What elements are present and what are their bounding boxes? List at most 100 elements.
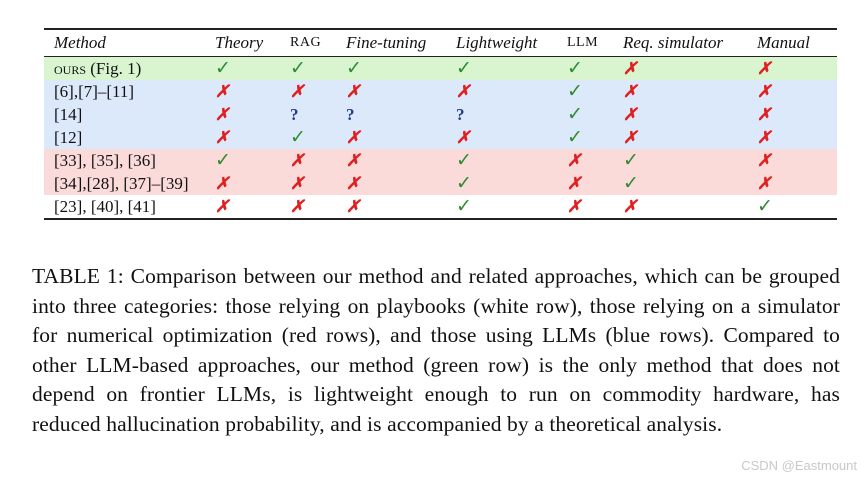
rag-cell: ✗ xyxy=(290,149,346,172)
check-mark-icon: ✓ xyxy=(346,58,362,79)
comparison-table-container: Method Theory RAG Fine-tuning Lightweigh… xyxy=(44,28,837,220)
rag-cell: ✗ xyxy=(290,195,346,219)
req-simulator-cell: ✓ xyxy=(623,172,757,195)
table-row: [34],[28], [37]–[39]✗✗✗✓✗✓✗ xyxy=(44,172,837,195)
header-rag: RAG xyxy=(290,35,322,50)
cross-mark-icon: ✗ xyxy=(757,173,772,193)
cross-mark-icon: ✗ xyxy=(215,173,230,193)
method-reference: [6],[7]–[11] xyxy=(54,81,135,101)
llm-cell: ✓ xyxy=(567,57,623,81)
question-mark-icon: ? xyxy=(290,104,299,124)
rag-cell: ? xyxy=(290,103,346,126)
check-mark-icon: ✓ xyxy=(290,58,306,79)
check-mark-icon: ✓ xyxy=(623,173,639,194)
lightweight-cell: ✗ xyxy=(456,80,567,103)
llm-cell: ✗ xyxy=(567,172,623,195)
theory-cell: ✗ xyxy=(215,126,290,149)
manual-cell: ✗ xyxy=(757,103,837,126)
cross-mark-icon: ✗ xyxy=(567,196,582,216)
manual-cell: ✗ xyxy=(757,172,837,195)
cross-mark-icon: ✗ xyxy=(567,173,582,193)
cross-mark-icon: ✗ xyxy=(215,104,230,124)
header-method: Method xyxy=(54,33,106,52)
method-cell: [12] xyxy=(44,126,215,149)
method-cell: [34],[28], [37]–[39] xyxy=(44,172,215,195)
cross-mark-icon: ✗ xyxy=(215,127,230,147)
check-mark-icon: ✓ xyxy=(567,81,583,102)
llm-cell: ✓ xyxy=(567,103,623,126)
cross-mark-icon: ✗ xyxy=(346,173,361,193)
rag-cell: ✓ xyxy=(290,126,346,149)
table-header-row: Method Theory RAG Fine-tuning Lightweigh… xyxy=(44,29,837,57)
check-mark-icon: ✓ xyxy=(757,196,773,217)
cross-mark-icon: ✗ xyxy=(346,127,361,147)
check-mark-icon: ✓ xyxy=(567,104,583,125)
llm-cell: ✓ xyxy=(567,126,623,149)
llm-cell: ✗ xyxy=(567,149,623,172)
header-req-simulator: Req. simulator xyxy=(623,33,724,52)
table-row: [33], [35], [36]✓✗✗✓✗✓✗ xyxy=(44,149,837,172)
lightweight-cell: ✓ xyxy=(456,195,567,219)
manual-cell: ✗ xyxy=(757,126,837,149)
cross-mark-icon: ✗ xyxy=(290,150,305,170)
method-reference: [14] xyxy=(54,104,83,124)
method-reference: [34],[28], [37]–[39] xyxy=(54,173,189,193)
fine-tuning-cell: ✓ xyxy=(346,57,456,81)
check-mark-icon: ✓ xyxy=(290,127,306,148)
watermark: CSDN @Eastmount xyxy=(741,458,857,473)
table-caption: TABLE 1: Comparison between our method a… xyxy=(32,264,840,436)
check-mark-icon: ✓ xyxy=(567,58,583,79)
theory-cell: ✗ xyxy=(215,103,290,126)
header-theory: Theory xyxy=(215,33,264,52)
table-row: [14]✗???✓✗✗ xyxy=(44,103,837,126)
rag-cell: ✓ xyxy=(290,57,346,81)
cross-mark-icon: ✗ xyxy=(290,81,305,101)
method-cell: ours (Fig. 1) xyxy=(44,57,215,81)
header-lightweight: Lightweight xyxy=(456,33,538,52)
check-mark-icon: ✓ xyxy=(567,127,583,148)
method-cell: [6],[7]–[11] xyxy=(44,80,215,103)
comparison-table: Method Theory RAG Fine-tuning Lightweigh… xyxy=(44,28,837,220)
cross-mark-icon: ✗ xyxy=(623,196,638,216)
theory-cell: ✗ xyxy=(215,172,290,195)
check-mark-icon: ✓ xyxy=(215,58,231,79)
req-simulator-cell: ✗ xyxy=(623,126,757,149)
cross-mark-icon: ✗ xyxy=(623,81,638,101)
cross-mark-icon: ✗ xyxy=(346,196,361,216)
cross-mark-icon: ✗ xyxy=(623,127,638,147)
check-mark-icon: ✓ xyxy=(215,150,231,171)
rag-cell: ✗ xyxy=(290,80,346,103)
method-cell: [14] xyxy=(44,103,215,126)
req-simulator-cell: ✓ xyxy=(623,149,757,172)
llm-cell: ✓ xyxy=(567,80,623,103)
header-fine-tuning: Fine-tuning xyxy=(346,33,427,52)
fine-tuning-cell: ✗ xyxy=(346,195,456,219)
cross-mark-icon: ✗ xyxy=(346,81,361,101)
req-simulator-cell: ✗ xyxy=(623,57,757,81)
theory-cell: ✗ xyxy=(215,80,290,103)
lightweight-cell: ? xyxy=(456,103,567,126)
lightweight-cell: ✓ xyxy=(456,172,567,195)
manual-cell: ✓ xyxy=(757,195,837,219)
theory-cell: ✗ xyxy=(215,195,290,219)
table-row: [6],[7]–[11]✗✗✗✗✓✗✗ xyxy=(44,80,837,103)
theory-cell: ✓ xyxy=(215,149,290,172)
table-body: ours (Fig. 1)✓✓✓✓✓✗✗[6],[7]–[11]✗✗✗✗✓✗✗[… xyxy=(44,56,837,219)
cross-mark-icon: ✗ xyxy=(567,150,582,170)
lightweight-cell: ✓ xyxy=(456,57,567,81)
fine-tuning-cell: ✗ xyxy=(346,172,456,195)
method-reference: [12] xyxy=(54,127,83,147)
cross-mark-icon: ✗ xyxy=(346,150,361,170)
fine-tuning-cell: ✗ xyxy=(346,126,456,149)
question-mark-icon: ? xyxy=(346,104,355,124)
header-llm: LLM xyxy=(567,35,599,50)
cross-mark-icon: ✗ xyxy=(456,127,471,147)
llm-cell: ✗ xyxy=(567,195,623,219)
lightweight-cell: ✗ xyxy=(456,126,567,149)
lightweight-cell: ✓ xyxy=(456,149,567,172)
cross-mark-icon: ✗ xyxy=(215,196,230,216)
cross-mark-icon: ✗ xyxy=(757,104,772,124)
question-mark-icon: ? xyxy=(456,104,465,124)
manual-cell: ✗ xyxy=(757,80,837,103)
fine-tuning-cell: ✗ xyxy=(346,149,456,172)
